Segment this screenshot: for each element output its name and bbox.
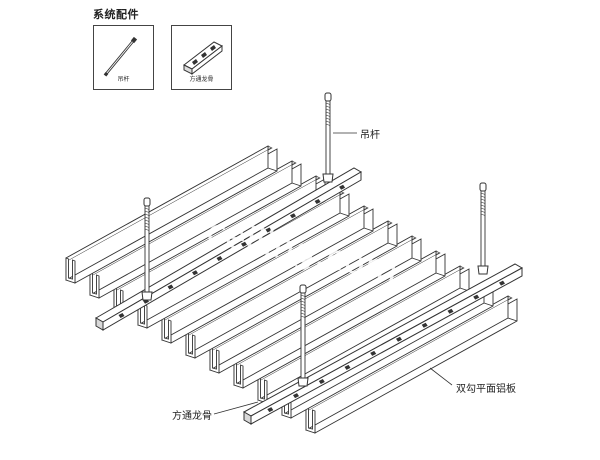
keel-slot (192, 270, 198, 276)
carrier-keels (94, 167, 524, 425)
keel-slot (339, 184, 346, 190)
accessory-card-hanger-rod: 吊杆 (93, 25, 154, 90)
square-tube-keel-icon (183, 41, 223, 76)
hanger-rod (297, 284, 309, 387)
keel-slot (118, 313, 125, 318)
carrier-keel (94, 167, 363, 331)
hanger-rods (141, 92, 489, 387)
hanger-rod (322, 92, 334, 183)
rod-bracket (297, 377, 309, 387)
keel-slot (396, 336, 402, 342)
keel-slot (265, 227, 272, 233)
keel-slot (290, 213, 296, 219)
keel-slot (267, 407, 274, 413)
ceiling-panel (65, 145, 278, 284)
rod-bracket (141, 291, 153, 301)
keel-slot (216, 256, 223, 261)
keel-slot (473, 294, 480, 300)
accessory-label: 吊杆 (117, 76, 130, 83)
keel-slot (421, 322, 428, 328)
hanger-rod-icon (103, 36, 138, 77)
hanger-rod (141, 197, 153, 301)
keel-slot (314, 199, 321, 204)
keel-slot (370, 350, 377, 356)
hanger-rod (477, 182, 489, 275)
panel-callout: 双勾平面铝板 (456, 384, 516, 395)
keel-slot (447, 308, 454, 314)
hanger-rod-callout: 吊杆 (360, 130, 380, 141)
keel-slot (241, 241, 247, 247)
callout-leaders (213, 132, 453, 415)
page-title: 系统配件 (93, 8, 139, 21)
accessory-card-keel: 方通龙骨 (171, 25, 232, 90)
keel-slot (344, 364, 351, 370)
accessory-label: 方通龙骨 (189, 76, 214, 83)
keel-slot (499, 280, 505, 286)
keel-slot (293, 393, 299, 399)
rod-bracket (477, 265, 489, 275)
carrier-keel (242, 263, 524, 425)
keel-callout: 方通龙骨 (172, 411, 212, 422)
keel-slot (318, 379, 325, 384)
rod-bracket (322, 173, 334, 183)
keel-slot (167, 284, 174, 290)
